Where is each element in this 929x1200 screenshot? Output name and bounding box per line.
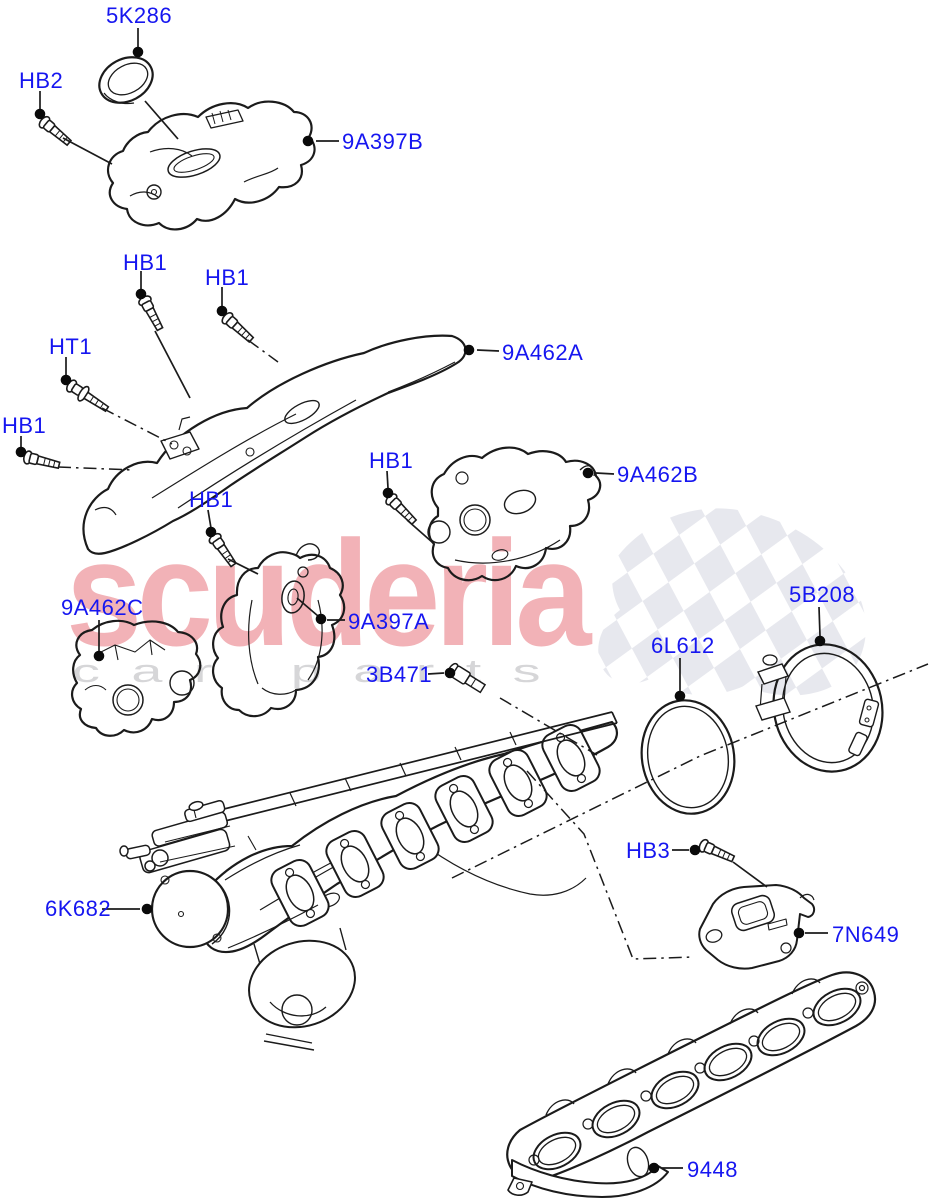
- intake-manifold-6K682: [119, 711, 618, 1051]
- bolt-hb1-left: [21, 449, 62, 473]
- bolt-hb3: [696, 837, 737, 866]
- part-label-HB3: HB3: [626, 838, 671, 863]
- bolt-hb1-a: [136, 293, 167, 333]
- part-label-5K286: 5K286: [106, 3, 173, 28]
- stud-ht1: [63, 376, 113, 417]
- heat-shield-9A397A: [212, 543, 346, 718]
- part-label-9A462B: 9A462B: [617, 462, 699, 487]
- part-label-HB1-right: HB1: [369, 448, 414, 473]
- part-label-9A462C: 9A462C: [61, 595, 144, 620]
- heat-shield-9A462B: [427, 446, 602, 582]
- part-label-5B208: 5B208: [789, 582, 856, 607]
- heat-shield-9A462A: [82, 334, 467, 555]
- heat-shield-9A397B: [106, 100, 316, 231]
- part-label-7N649: 7N649: [832, 922, 900, 947]
- exhaust-manifold-9448: [506, 971, 877, 1198]
- part-label-HB1-a: HB1: [123, 250, 168, 275]
- gasket-ring-6L612: [640, 699, 736, 815]
- part-label-9448: 9448: [687, 1157, 738, 1182]
- part-label-3B471: 3B471: [366, 662, 433, 687]
- bolt-hb2: [36, 113, 75, 149]
- part-label-9A462A: 9A462A: [502, 340, 584, 365]
- clamp-5B208: [755, 643, 884, 773]
- part-label-9A397B: 9A397B: [342, 129, 424, 154]
- part-label-6L612: 6L612: [651, 633, 715, 658]
- part-label-HB2: HB2: [19, 68, 64, 93]
- part-label-HB1-left: HB1: [2, 413, 47, 438]
- watermark-brand: scuderia: [66, 509, 593, 677]
- callout-dots: [15, 46, 826, 1174]
- blanking-cap-5K286: [98, 56, 154, 105]
- part-label-6K682: 6K682: [45, 896, 112, 921]
- bracket-7N649: [698, 884, 816, 970]
- part-label-9A397A: 9A397A: [348, 609, 430, 634]
- watermark-subtitle: car parts: [72, 653, 572, 689]
- heat-shield-9A462C: [71, 619, 202, 737]
- centerlines: [57, 339, 929, 960]
- part-label-HB1-mid: HB1: [189, 487, 234, 512]
- leader-lines: [20, 28, 828, 1169]
- bolt-hb1-b: [219, 310, 257, 346]
- watermark-flag: [598, 508, 866, 696]
- part-label-HB1-b: HB1: [205, 265, 250, 290]
- part-label-HT1: HT1: [49, 334, 93, 359]
